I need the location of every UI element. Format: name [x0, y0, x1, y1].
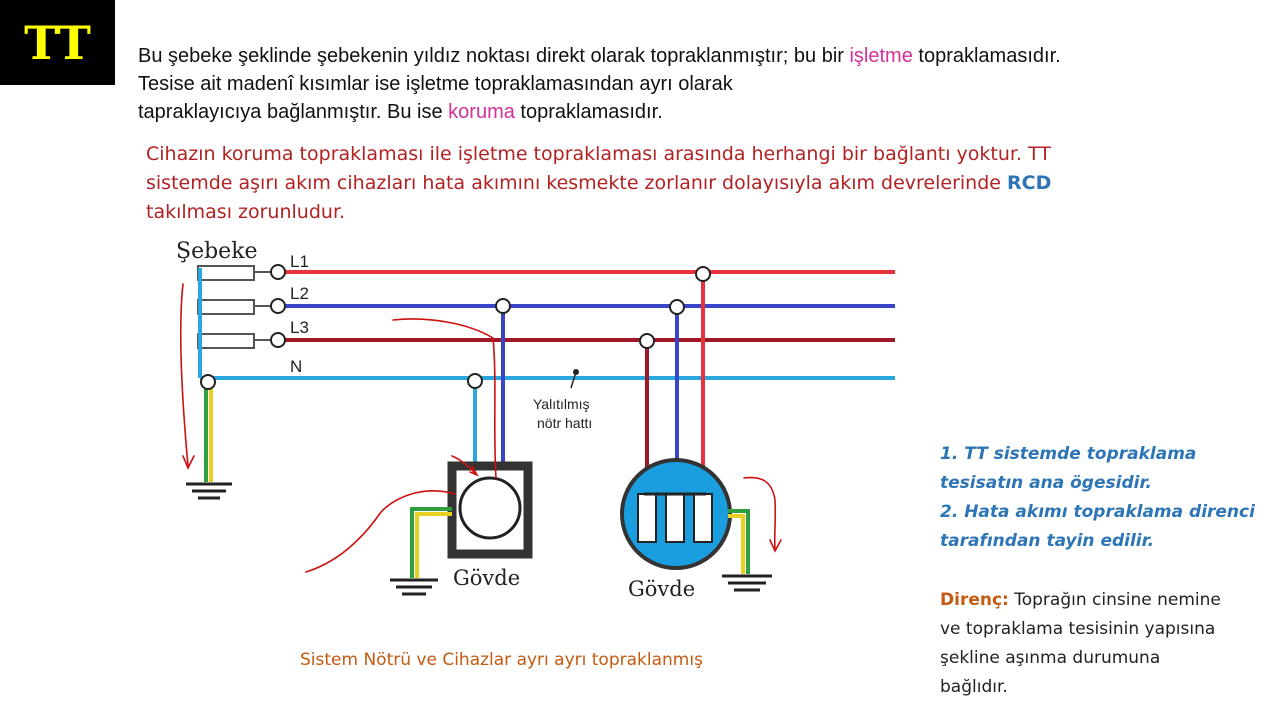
dev1-ground-icon — [390, 578, 438, 596]
dev1-motor-icon — [458, 476, 522, 540]
terminal-l1 — [270, 264, 286, 280]
note-2-line-1: 2. Hata akımı topraklama direnci — [940, 502, 1255, 522]
note-1-line-2: tesisatın ana ögesidir. — [940, 473, 1152, 493]
sebeke-label: Şebeke — [176, 239, 258, 264]
terminal-l3 — [270, 332, 286, 348]
rcd-line-3: takılması zorunludur. — [146, 201, 346, 223]
intro-text: Bu şebeke şeklinde şebekenin yıldız nokt… — [138, 45, 850, 67]
govde-label-2: Gövde — [628, 577, 695, 601]
note-2-line-2: tarafından tayin edilir. — [940, 531, 1155, 551]
direnc-line-2: ve topraklama tesisinin yapısına — [940, 619, 1216, 639]
rcd-line-2: sistemde aşırı akım cihazları hata akımı… — [146, 169, 1156, 198]
rcd-highlight: RCD — [1007, 172, 1052, 194]
notes-panel: 1. TT sistemde topraklama tesisatın ana … — [940, 440, 1275, 702]
winding-l2 — [197, 299, 255, 315]
dev2-l3-node — [639, 333, 655, 349]
direnc-label: Direnç: — [940, 590, 1009, 610]
intro-line-1: Bu şebeke şeklinde şebekenin yıldız nokt… — [138, 42, 1268, 70]
insulated-neutral-leader — [570, 371, 577, 389]
intro-text: topraklamasıdır. — [514, 101, 663, 123]
rcd-line-1: Cihazın koruma topraklaması ile işletme … — [146, 143, 1051, 165]
intro-paragraph: Bu şebeke şeklinde şebekenin yıldız nokt… — [138, 42, 1268, 126]
dev2-ground-icon — [722, 574, 772, 592]
govde-label-1: Gövde — [453, 566, 520, 590]
dev2-winding-3 — [693, 493, 713, 543]
dev2-winding-1 — [637, 493, 657, 543]
n-label: N — [290, 357, 302, 376]
rcd-text: sistemde aşırı akım cihazları hata akımı… — [146, 172, 1008, 194]
neutral-earth-node — [200, 374, 216, 390]
direnc-line-3: şekline aşınma durumuna — [940, 648, 1161, 668]
koruma-highlight: koruma — [448, 101, 515, 123]
tt-badge: TT — [0, 0, 115, 85]
rcd-paragraph: Cihazın koruma topraklaması ile işletme … — [146, 140, 1156, 227]
note-1-line-1: 1. TT sistemde topraklama — [940, 444, 1197, 464]
fault-current-arrows — [179, 283, 782, 573]
intro-line-2: Tesise ait madenî kısımlar ise işletme t… — [138, 73, 733, 95]
notes-spacer — [940, 556, 1275, 586]
l3-label: L3 — [290, 318, 309, 337]
winding-l1 — [197, 265, 255, 281]
dev2-l1-node — [695, 266, 711, 282]
winding-l3 — [197, 333, 255, 349]
direnc-line-1: Direnç: Toprağın cinsine nemine — [940, 586, 1275, 615]
source-ground-icon — [186, 482, 232, 500]
direnc-line-4: bağlıdır. — [940, 677, 1008, 697]
direnc-text: Toprağın cinsine nemine — [1008, 590, 1221, 610]
dev1-phase-node — [495, 298, 511, 314]
l2-label: L2 — [290, 284, 309, 303]
diagram-caption: Sistem Nötrü ve Cihazlar ayrı ayrı topra… — [300, 650, 703, 670]
intro-line-3: tapraklayıcıya bağlanmıştır. Bu ise koru… — [138, 98, 1268, 126]
dev2-l2-node — [669, 299, 685, 315]
intro-text: topraklamasıdır. — [912, 45, 1061, 67]
insulated-label-1: Yalıtılmış — [533, 396, 590, 412]
dev2-winding-2 — [665, 493, 685, 543]
intro-text: tapraklayıcıya bağlanmıştır. Bu ise — [138, 101, 449, 123]
isletme-highlight: işletme — [849, 45, 913, 67]
terminal-l2 — [270, 298, 286, 314]
insulated-label-2: nötr hattı — [537, 415, 592, 431]
dev1-neutral-node — [467, 373, 483, 389]
l1-label: L1 — [290, 252, 309, 271]
